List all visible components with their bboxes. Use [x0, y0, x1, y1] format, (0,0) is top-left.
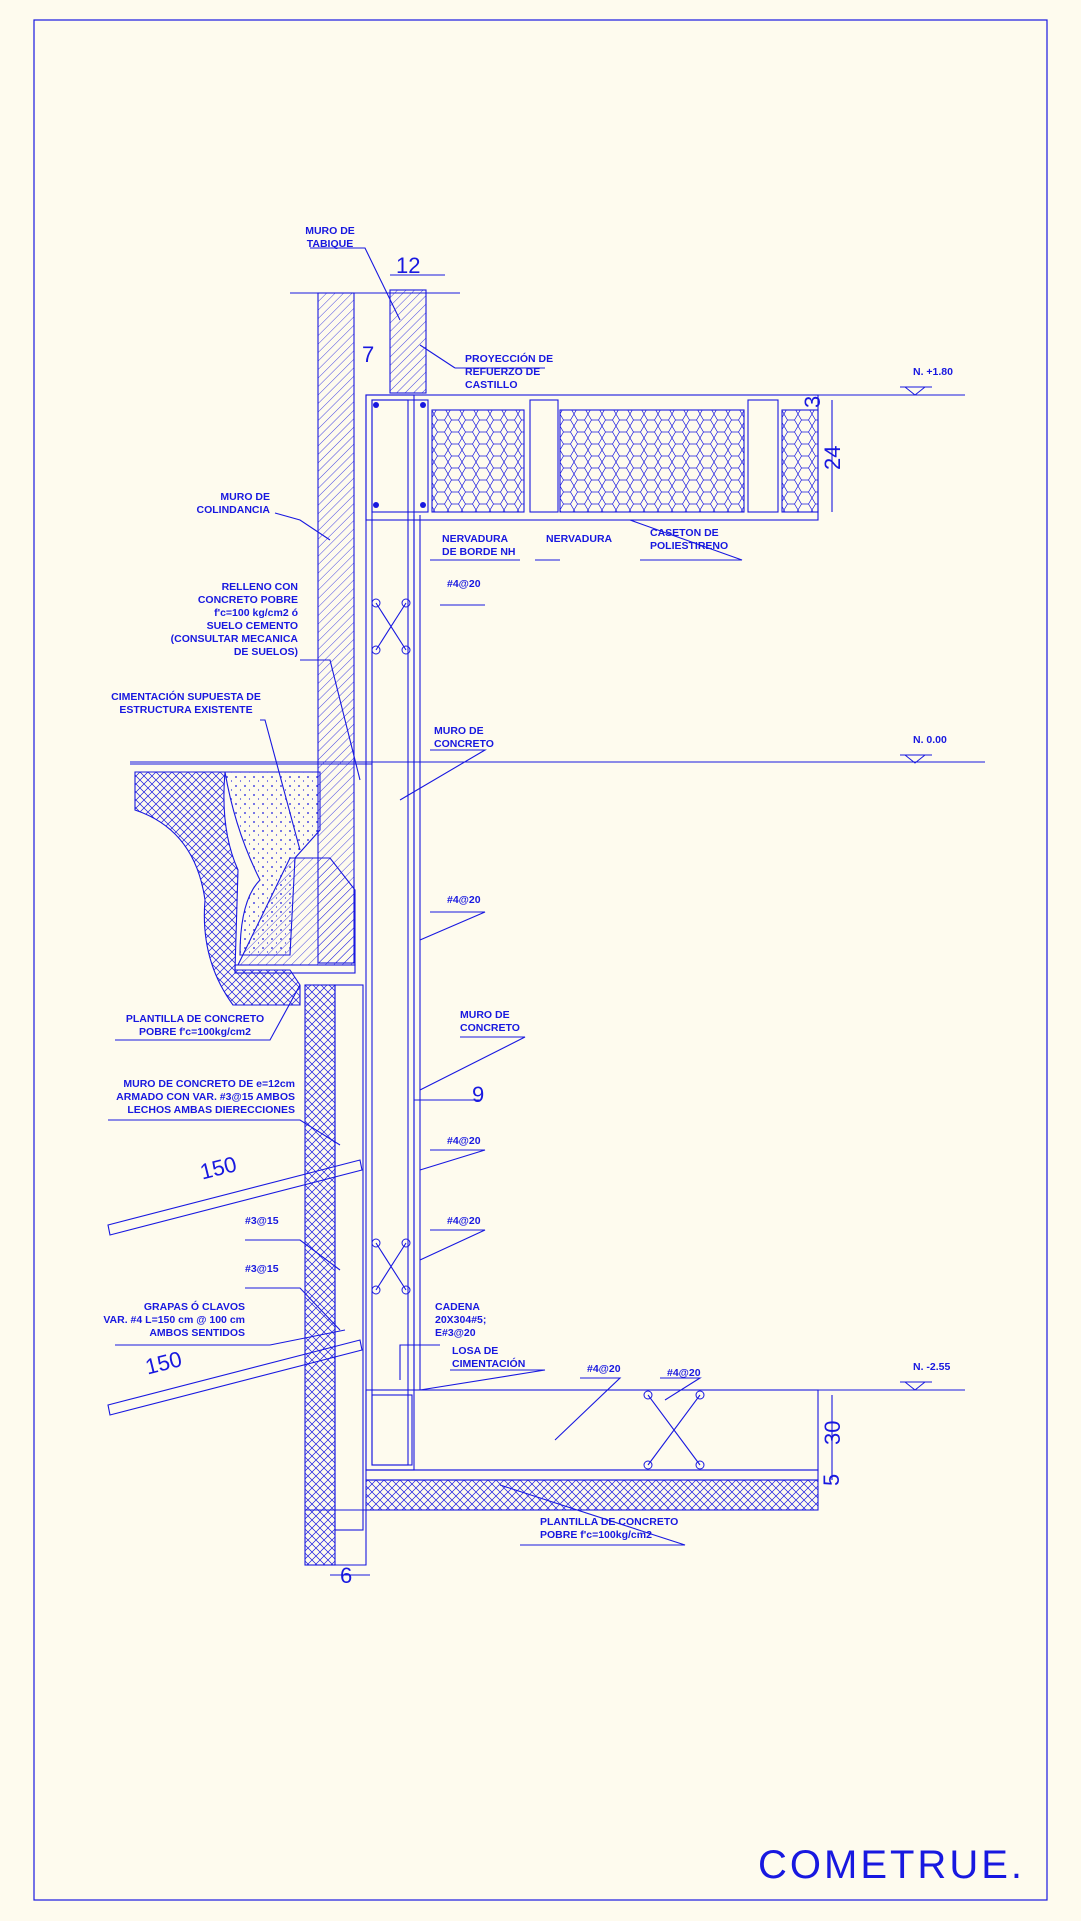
brand-logo: COMETRUE. — [758, 1843, 1025, 1887]
soil-hatch-lower — [304, 984, 336, 1566]
caseton-1 — [431, 409, 525, 513]
label-var-3-15-b: #3@15 — [245, 1263, 279, 1275]
soil-under-slab — [365, 1479, 819, 1511]
label-var-4-20-c: #4@20 — [447, 1135, 481, 1147]
muro-concreto-main — [365, 394, 415, 1471]
plantilla-slab — [365, 1469, 819, 1481]
dim-9: 9 — [472, 1082, 484, 1107]
soil-hatch-upper — [134, 771, 301, 1006]
label-var-4-20-e: #4@20 — [587, 1363, 621, 1375]
dim-30: 30 — [820, 1421, 845, 1445]
grapa-2 — [107, 1339, 363, 1416]
dim-150b: 150 — [143, 1346, 185, 1379]
label-var-4-20-b: #4@20 — [447, 894, 481, 906]
muro-tabique — [389, 289, 427, 394]
dim-6: 6 — [340, 1563, 352, 1588]
losa-cimentacion — [365, 1389, 819, 1471]
level-top: N. +1.80 — [913, 366, 953, 378]
level-mid: N. 0.00 — [913, 734, 947, 746]
dim-12: 12 — [396, 253, 420, 278]
label-var-4-20-f: #4@20 — [667, 1367, 701, 1379]
label-var-4-20-d: #4@20 — [447, 1215, 481, 1227]
thin-wall-e12 — [334, 984, 364, 1531]
level-bottom: N. -2.55 — [913, 1361, 951, 1373]
dim-150a: 150 — [197, 1151, 239, 1184]
dim-5: 5 — [819, 1474, 844, 1486]
label-var-3-15-a: #3@15 — [245, 1215, 279, 1227]
grapa-1 — [107, 1159, 363, 1236]
dim-3: 3 — [800, 396, 825, 408]
muro-colindancia — [317, 292, 355, 964]
caseton-3 — [781, 409, 819, 513]
caseton-2 — [559, 409, 745, 513]
page-border — [33, 19, 1048, 1901]
existing-foundation — [224, 771, 321, 956]
dim-24: 24 — [820, 446, 845, 470]
label-nervadura: NERVADURA — [546, 533, 613, 545]
dim-7: 7 — [362, 342, 374, 367]
label-var-4-20-a: #4@20 — [447, 578, 481, 590]
plantilla-existing — [234, 964, 356, 974]
